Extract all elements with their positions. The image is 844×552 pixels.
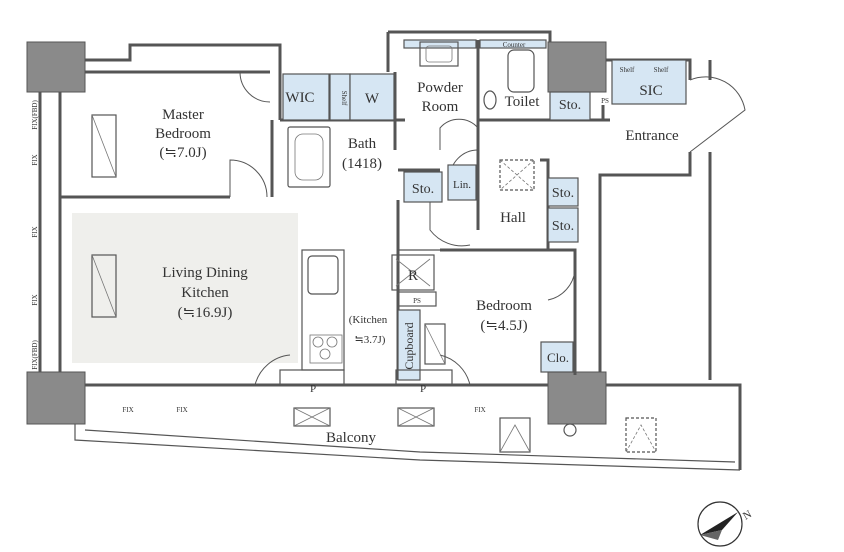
fix-balcony-1: FIX — [122, 406, 133, 414]
counter-powder-box — [403, 39, 477, 49]
interior-walls — [60, 40, 610, 380]
sto-hall-label: Sto. — [412, 182, 434, 197]
sic-shelf-a: Shelf — [620, 66, 635, 74]
north-arrow-icon — [700, 512, 738, 535]
living-name-2: Kitchen — [181, 285, 229, 301]
bath-size: (1418) — [342, 156, 382, 172]
entrance-name: Entrance — [625, 128, 679, 144]
fix-wall-2: FIX — [31, 226, 39, 237]
ps-mark-entrance: PS — [601, 97, 609, 105]
sic-box — [611, 59, 687, 105]
bath-name: Bath — [348, 136, 377, 152]
fix-balcony-2: FIX — [176, 406, 187, 414]
living-area-fill — [72, 213, 298, 363]
lin-label: Lin. — [453, 179, 471, 191]
cupboard-box — [397, 309, 421, 381]
living-size: (≒16.9J) — [178, 305, 233, 321]
hall-name: Hall — [500, 210, 526, 226]
fix-wall-1: FIX — [31, 154, 39, 165]
bedroom-size: (≒4.5J) — [480, 318, 527, 334]
clo-label: Clo. — [547, 350, 569, 365]
counter-toilet-box — [479, 39, 547, 49]
washer-label: W — [365, 91, 380, 107]
sto-hall-right-bottom-label: Sto. — [552, 219, 574, 234]
column-top-right — [547, 41, 607, 93]
master-bedroom-name-2: Bedroom — [155, 126, 211, 142]
compass-ring — [697, 501, 743, 547]
balcony-name: Balcony — [326, 430, 376, 446]
sto-toilet-label: Sto. — [559, 98, 581, 113]
toilet-name: Toilet — [505, 94, 541, 110]
living-name-1: Living Dining — [162, 265, 248, 281]
fix-fbd-bottom: FIX(FBD) — [31, 340, 39, 370]
sto-hall-right-bottom-box — [547, 207, 579, 243]
column-top-left — [26, 41, 86, 93]
clo-box — [540, 341, 574, 373]
sic-shelf-b: Shelf — [654, 66, 669, 74]
kitchen-name: (Kitchen — [349, 314, 388, 326]
lin-box — [447, 164, 477, 201]
refrigerator-mark: R — [408, 268, 418, 284]
powder-name-2: Room — [422, 99, 459, 115]
bed-markers — [91, 114, 446, 365]
master-bedroom-size: (≒7.0J) — [159, 145, 206, 161]
sto-toilet-box — [549, 91, 591, 121]
north-arrow-shadow-icon — [700, 530, 722, 540]
compass-north-label: N — [741, 508, 754, 522]
column-bottom-left — [26, 371, 86, 425]
counter-toilet-label: Counter — [503, 41, 526, 49]
sic-label: SIC — [639, 83, 662, 99]
sto-hall-box — [403, 171, 443, 203]
pipe-mark-right: P — [420, 383, 426, 395]
fixtures — [279, 41, 535, 386]
balcony-units — [293, 407, 657, 453]
bedroom-name: Bedroom — [476, 298, 532, 314]
master-bedroom-name-1: Master — [162, 107, 204, 123]
shelf-label: Shelf — [340, 91, 348, 106]
pipe-mark-left: P — [310, 383, 316, 395]
powder-name-1: Powder — [417, 80, 463, 96]
washer-box — [349, 73, 395, 121]
sto-hall-right-top-box — [547, 177, 579, 207]
column-bottom-right — [547, 371, 607, 425]
kitchen-size: ≒3.7J) — [355, 334, 386, 346]
cupboard-label: Cupboard — [402, 322, 416, 369]
ps-mark-bedroom: PS — [413, 297, 421, 305]
wic-box — [282, 73, 330, 121]
fix-balcony-3: FIX — [474, 406, 485, 414]
compass: N — [697, 501, 754, 547]
sto-hall-right-top-label: Sto. — [552, 186, 574, 201]
wic-label: WIC — [285, 90, 314, 106]
fix-fbd-top: FIX(FBD) — [31, 100, 39, 130]
fix-wall-3: FIX — [31, 294, 39, 305]
